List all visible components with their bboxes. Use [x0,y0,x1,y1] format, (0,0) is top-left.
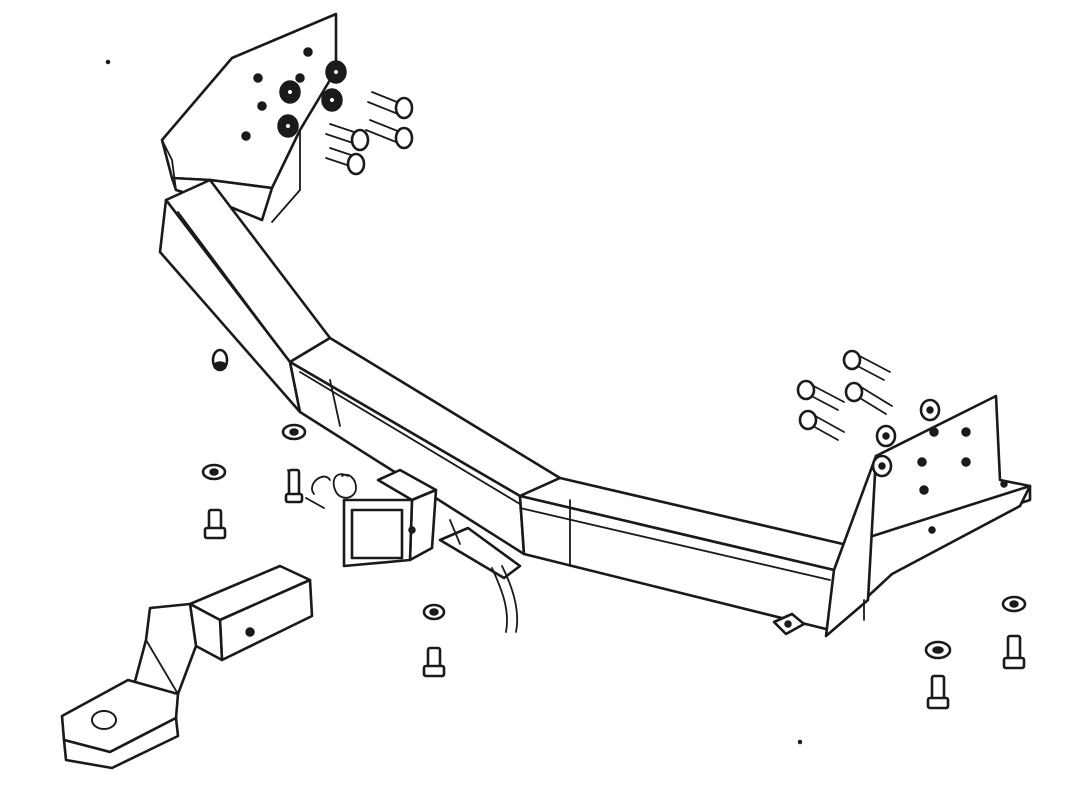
vertical-bolt-5 [1002,634,1026,670]
bolt-right-1 [842,349,891,381]
bolt-left-2 [365,119,414,150]
vertical-bolt-3 [422,646,446,678]
bolt-left-3 [325,123,370,152]
bolt-right-4 [798,409,845,441]
washer-4 [422,603,446,621]
washer-5 [924,640,952,660]
washer-3 [201,463,227,481]
bolt-right-2 [844,381,893,415]
vertical-bolt-1 [203,508,227,540]
vertical-bolt-4 [926,674,950,710]
washer-6 [1001,595,1027,613]
speck [105,59,111,65]
nut-underside [772,612,806,636]
ball-mount-drawbar [60,564,314,770]
washers-and-nuts [201,348,1027,660]
right-mounting-bracket [824,394,1032,638]
vertical-bolt-2 [284,468,304,504]
washer-1 [211,348,229,372]
hitch-crossmember [158,178,862,632]
receiver-tube [342,468,438,568]
bolt-left-4 [325,147,366,176]
safety-chain-loop [438,519,522,633]
left-bracket-bolts [277,60,414,176]
right-bracket-bolts [796,349,941,478]
speck [797,739,803,745]
bolt-right-3 [796,379,845,411]
washer-2 [281,423,307,441]
mounting-bolts [203,468,1026,710]
bolt-left-1 [367,91,414,120]
